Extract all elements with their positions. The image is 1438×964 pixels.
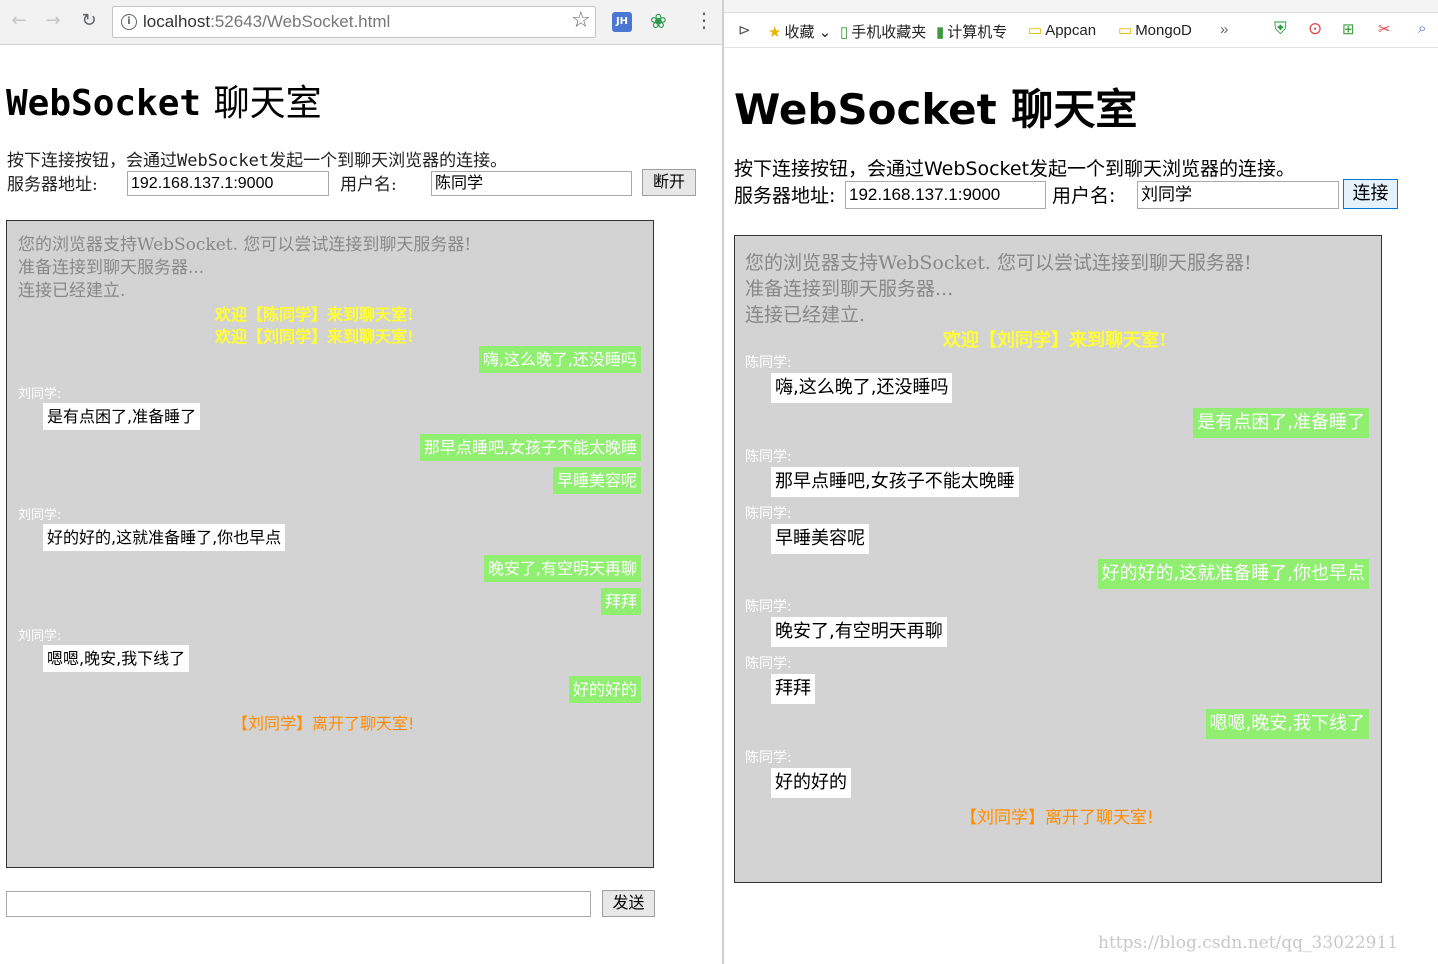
system-message: 准备连接到聊天服务器... (745, 278, 954, 300)
username-input[interactable]: 刘同学 (1137, 181, 1339, 209)
system-message: 连接已经建立. (18, 281, 126, 301)
sent-message: 嗨,这么晚了,还没睡吗 (478, 346, 641, 373)
scissors-icon[interactable]: ✂ (1378, 21, 1391, 38)
received-message: 晚安了,有空明天再聊 (771, 617, 947, 647)
received-message: 那早点睡吧,女孩子不能太晚睡 (771, 467, 1019, 497)
username-label: 用户名: (1052, 185, 1116, 207)
back-icon[interactable]: ← (11, 10, 27, 31)
bookmark-mongod[interactable]: ▭MongoD (1118, 22, 1192, 39)
received-message: 拜拜 (771, 674, 815, 704)
page-description: 按下连接按钮，会通过WebSocket发起一个到聊天浏览器的连接。 (734, 158, 1296, 180)
disconnect-button[interactable]: 断开 (642, 169, 696, 196)
welcome-message: 欢迎【刘同学】来到聊天室! (943, 330, 1167, 351)
sender-label: 陈同学: (745, 355, 792, 371)
page-title: WebSocket 聊天室 (734, 85, 1138, 134)
info-icon[interactable]: i (121, 14, 137, 30)
sender-label: 刘同学: (18, 629, 62, 644)
sender-label: 陈同学: (745, 449, 792, 465)
bookmark-appcan[interactable]: ▭Appcan (1028, 22, 1097, 39)
server-address-label: 服务器地址: (7, 175, 98, 195)
menu-dots-icon[interactable]: ⋮ (694, 8, 714, 32)
left-browser-window: ← → ↻ i localhost:52643/WebSocket.html ☆… (0, 0, 722, 917)
address-bar[interactable]: i localhost:52643/WebSocket.html ☆ (112, 6, 596, 38)
server-address-input[interactable]: 192.168.137.1:9000 (127, 171, 329, 196)
page-title: WebSocket 聊天室 (6, 83, 322, 124)
sender-label: 陈同学: (745, 656, 792, 672)
jh-extension-icon[interactable]: JH (612, 12, 632, 32)
sender-label: 刘同学: (18, 508, 62, 523)
system-message: 准备连接到聊天服务器... (18, 258, 205, 278)
sent-message: 早睡美容呢 (552, 467, 641, 494)
leave-message: 【刘同学】离开了聊天室! (232, 714, 415, 733)
sent-message: 是有点困了,准备睡了 (1193, 408, 1369, 438)
send-button[interactable]: 发送 (602, 890, 655, 917)
record-icon[interactable]: ⊙ (1308, 19, 1323, 38)
right-browser-window: ⊳ ★收藏 ⌄ ▯手机收藏夹 ▮计算机专 ▭Appcan ▭MongoD » ⛨… (724, 0, 1438, 964)
username-label: 用户名: (340, 175, 397, 195)
server-address-input[interactable]: 192.168.137.1:9000 (845, 181, 1046, 209)
sent-message: 晚安了,有空明天再聊 (483, 555, 641, 582)
more-bookmarks-icon[interactable]: » (1220, 21, 1229, 38)
reload-icon[interactable]: ↻ (81, 10, 97, 31)
message-input[interactable] (6, 891, 591, 917)
browser-toolbar-strip (724, 0, 1438, 13)
bookmark-favorites[interactable]: ★收藏 ⌄ (768, 24, 832, 41)
sender-label: 陈同学: (745, 750, 792, 766)
watermark: https://blog.csdn.net/qq_33022911 (1098, 933, 1399, 953)
chat-log: 您的浏览器支持WebSocket. 您可以尝试连接到聊天服务器! 准备连接到聊天… (6, 220, 654, 868)
sent-message: 好的好的,这就准备睡了,你也早点 (1097, 559, 1369, 589)
sent-message: 嗯嗯,晚安,我下线了 (1205, 709, 1369, 739)
system-message: 连接已经建立. (745, 304, 866, 326)
sent-message: 拜拜 (600, 588, 641, 615)
address-url: localhost:52643/WebSocket.html (143, 12, 391, 31)
chat-log: 您的浏览器支持WebSocket. 您可以尝试连接到聊天服务器! 准备连接到聊天… (734, 235, 1382, 883)
sender-label: 陈同学: (745, 599, 792, 615)
system-message: 您的浏览器支持WebSocket. 您可以尝试连接到聊天服务器! (745, 252, 1252, 274)
received-message: 好的好的,这就准备睡了,你也早点 (43, 524, 286, 551)
browser-toolbar: ← → ↻ i localhost:52643/WebSocket.html ☆… (0, 0, 722, 45)
sender-label: 陈同学: (745, 506, 792, 522)
window-divider (722, 0, 724, 964)
extension-icon[interactable]: ⊞ (1342, 21, 1355, 38)
sent-message: 好的好的 (568, 676, 641, 703)
forward-icon[interactable]: → (45, 10, 61, 31)
received-message: 好的好的 (771, 768, 851, 798)
received-message: 是有点困了,准备睡了 (43, 403, 201, 430)
connect-button[interactable]: 连接 (1343, 179, 1398, 209)
bookmark-star-icon[interactable]: ☆ (571, 8, 591, 33)
welcome-message: 欢迎【陈同学】来到聊天室! (215, 305, 415, 324)
received-message: 嗨,这么晚了,还没睡吗 (771, 373, 953, 403)
welcome-message: 欢迎【刘同学】来到聊天室! (215, 327, 415, 346)
bookmark-mobile[interactable]: ▯手机收藏夹 (840, 24, 927, 41)
sent-message: 那早点睡吧,女孩子不能太晚睡 (419, 434, 641, 461)
username-input[interactable]: 陈同学 (431, 171, 632, 196)
bookmarks-bar: ⊳ ★收藏 ⌄ ▯手机收藏夹 ▮计算机专 ▭Appcan ▭MongoD » ⛨… (724, 13, 1438, 48)
leave-message: 【刘同学】离开了聊天室! (960, 808, 1154, 828)
shield-icon[interactable]: ⛨ (1274, 19, 1287, 38)
bookmark-computer[interactable]: ▮计算机专 (936, 24, 1008, 41)
received-message: 早睡美容呢 (771, 524, 869, 554)
page-description: 按下连接按钮，会通过WebSocket发起一个到聊天浏览器的连接。 (7, 151, 508, 171)
sender-label: 刘同学: (18, 387, 62, 402)
system-message: 您的浏览器支持WebSocket. 您可以尝试连接到聊天服务器! (18, 235, 472, 255)
paw-extension-icon[interactable]: ❀ (650, 9, 667, 33)
search-icon[interactable]: ⌕ (1418, 20, 1427, 37)
sidebar-toggle-icon[interactable]: ⊳ (738, 22, 751, 39)
received-message: 嗯嗯,晚安,我下线了 (43, 645, 190, 672)
server-address-label: 服务器地址: (734, 185, 836, 207)
